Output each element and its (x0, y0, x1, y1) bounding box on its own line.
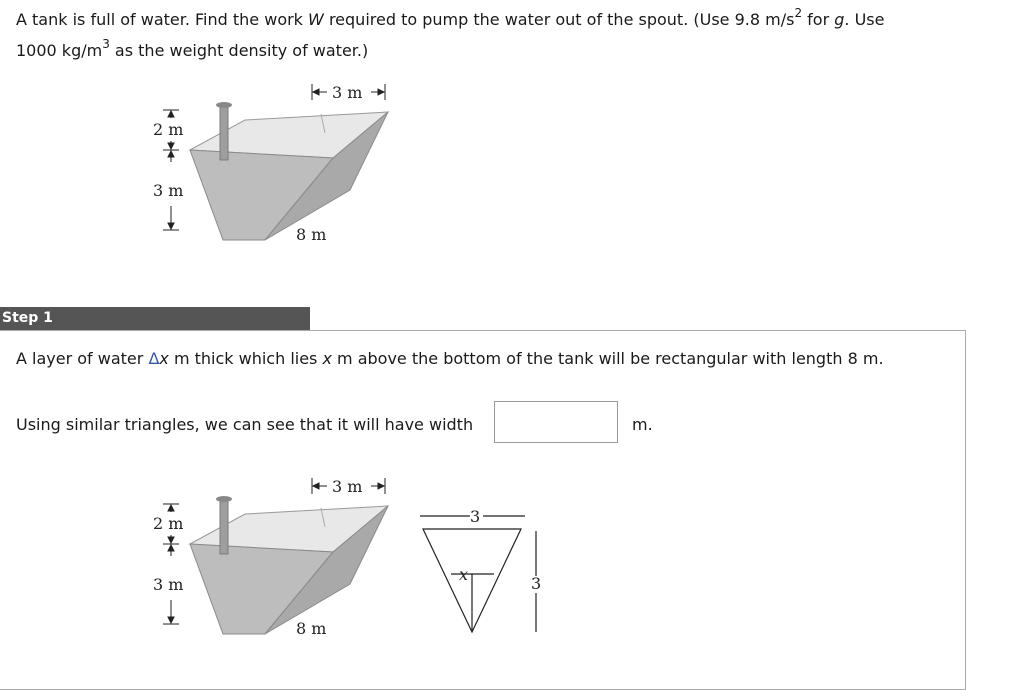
tank-drawing (188, 496, 390, 635)
triangle-top-label: 3 (470, 507, 480, 526)
variable-x: x (322, 349, 332, 368)
variable-g: g (834, 10, 845, 29)
problem-text: . Use (844, 10, 885, 29)
text: m thick which lies (168, 349, 323, 368)
dimension-label-8m: 8 m (296, 225, 326, 244)
dimension-label-8m: 8 m (296, 619, 326, 638)
dimension-label-3m: 3 m (332, 477, 362, 496)
tank-drawing (188, 102, 390, 241)
problem-text: required to pump the water out of the sp… (323, 10, 795, 29)
spout-top (216, 102, 232, 108)
triangle-x-label: x (459, 565, 468, 584)
step-text-line2: Using similar triangles, we can see that… (16, 415, 474, 434)
step-header: Step 1 (0, 307, 310, 330)
problem-statement: A tank is full of water. Find the work W… (16, 4, 1006, 66)
dimension-marks (163, 84, 386, 231)
triangle-lines (420, 515, 537, 634)
problem-text: 1000 kg/m (16, 41, 103, 60)
dimension-marks (163, 478, 386, 625)
problem-text: A tank is full of water. Find the work (16, 10, 309, 29)
dimension-label-3m-depth: 3 m (153, 181, 183, 200)
spout-top (216, 496, 232, 502)
step-text-line1: A layer of water Δx m thick which lies x… (16, 349, 884, 368)
dimension-label-2m: 2 m (153, 514, 183, 533)
problem-text: as the weight density of water.) (109, 41, 369, 60)
text: A layer of water (16, 349, 149, 368)
exponent: 2 (794, 5, 803, 20)
text: m above the bottom of the tank will be r… (331, 349, 884, 368)
tank-figure-bottom: 3 m 2 m 3 m 8 m (153, 477, 390, 638)
variable-x: x (159, 349, 169, 368)
problem-text: for (802, 10, 835, 29)
triangle-cross-section: 3 x 3 (420, 507, 541, 634)
width-answer-input[interactable] (494, 401, 618, 443)
dimension-label-2m: 2 m (153, 120, 183, 139)
dimension-label-3m: 3 m (332, 83, 362, 102)
dimension-label-3m-depth: 3 m (153, 575, 183, 594)
exponent: 3 (102, 36, 110, 51)
delta-symbol: Δ (148, 349, 160, 368)
variable-w: W (308, 10, 324, 29)
unit-label: m. (632, 415, 653, 434)
spout (219, 105, 229, 161)
spout (219, 499, 229, 555)
tank-figure-top: 3 m 2 m 3 m 8 m (153, 83, 390, 244)
triangle-side-label: 3 (531, 574, 541, 593)
